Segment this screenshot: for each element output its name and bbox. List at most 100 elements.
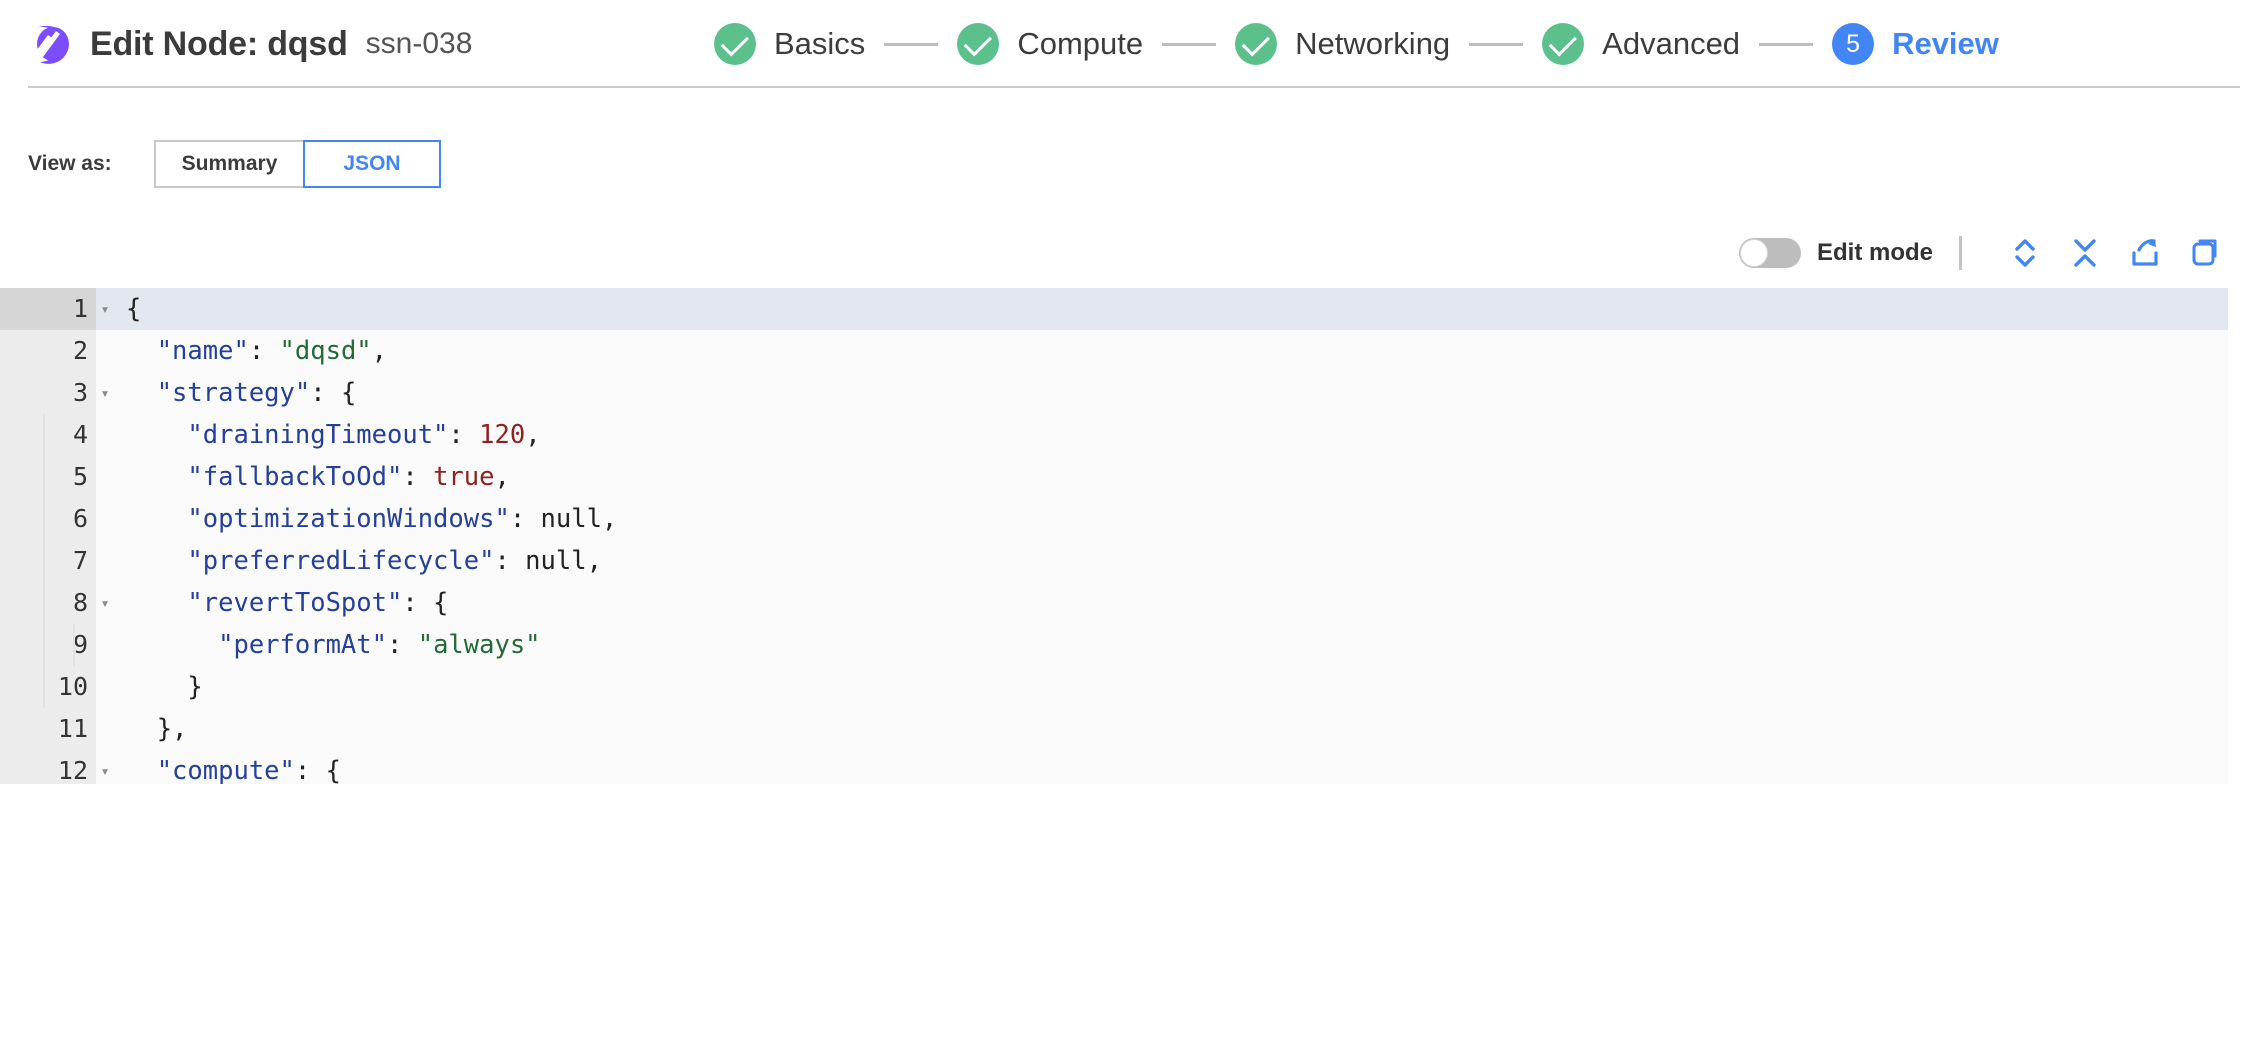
code-token: {	[126, 294, 142, 324]
edit-mode-label: Edit mode	[1816, 239, 1933, 266]
wizard-step-advanced[interactable]: Advanced	[1542, 23, 1740, 65]
code-token: "fallbackToOd"	[126, 462, 403, 492]
code-token: : null,	[509, 504, 618, 534]
line-number: 8	[0, 582, 96, 624]
code-token: :	[248, 336, 280, 366]
view-as-json-button[interactable]: JSON	[303, 140, 441, 188]
step-status-badge	[1235, 23, 1278, 65]
toggle-knob	[1739, 239, 1768, 267]
code-token: : {	[294, 756, 341, 784]
wizard-step-label: Review	[1892, 26, 1999, 61]
code-line[interactable]: 7 "preferredLifecycle": null,	[0, 540, 2228, 582]
line-number: 12	[0, 750, 96, 784]
code-line[interactable]: 11 },	[0, 708, 2228, 750]
code-content: "name": "dqsd",	[114, 330, 2228, 372]
editor-toolbar: Edit mode	[0, 232, 2250, 274]
code-token: ,	[494, 462, 510, 492]
code-content: {	[114, 288, 2228, 330]
fold-toggle-icon[interactable]: ▾	[100, 384, 110, 402]
line-number: 5	[0, 456, 96, 498]
fold-toggle-icon[interactable]: ▾	[100, 762, 110, 780]
code-content: "preferredLifecycle": null,	[42, 540, 2228, 582]
line-number: 11	[0, 708, 96, 750]
code-content: "fallbackToOd": true,	[42, 456, 2228, 498]
code-token: "optimizationWindows"	[126, 504, 510, 534]
header-divider	[28, 86, 2240, 88]
wizard-step-basics[interactable]: Basics	[714, 23, 865, 65]
wizard-step-compute[interactable]: Compute	[957, 23, 1143, 65]
wizard-step-label: Basics	[774, 26, 866, 61]
spot-logo-icon	[26, 21, 72, 67]
code-line[interactable]: 8▾ "revertToSpot": {	[0, 582, 2228, 624]
page-header: Edit Node: dqsd ssn-038 Basics Compute N…	[0, 0, 2250, 88]
code-token: 120	[479, 420, 526, 450]
page-title: Edit Node: dqsd	[90, 24, 348, 63]
code-content: "optimizationWindows": null,	[42, 498, 2228, 540]
view-as-row: View as: Summary JSON	[28, 140, 2250, 188]
code-token: : {	[402, 588, 449, 618]
code-token: }	[126, 672, 203, 702]
wizard-steps: Basics Compute Networking Advanced 5 Rev…	[700, 0, 1999, 88]
line-number: 3	[0, 372, 96, 414]
code-line[interactable]: 6 "optimizationWindows": null,	[0, 498, 2228, 540]
code-token: "strategy"	[126, 378, 311, 408]
fold-toggle-icon[interactable]: ▾	[100, 594, 110, 612]
code-line[interactable]: 12▾ "compute": {	[0, 750, 2228, 784]
code-token: :	[387, 630, 418, 660]
line-number: 2	[0, 330, 96, 372]
code-token: : {	[310, 378, 357, 408]
node-id-label: ssn-038	[365, 27, 473, 60]
code-token: "compute"	[126, 756, 295, 784]
step-connector	[1162, 42, 1217, 46]
header-title-group: Edit Node: dqsd ssn-038	[0, 21, 472, 67]
code-line[interactable]: 9 "performAt": "always"	[0, 624, 2228, 666]
code-content: "strategy": {	[114, 372, 2228, 414]
line-number: 6	[0, 498, 96, 540]
code-line[interactable]: 3▾ "strategy": {	[0, 372, 2228, 414]
code-line[interactable]: 2 "name": "dqsd",	[0, 330, 2228, 372]
wizard-step-label: Compute	[1017, 26, 1144, 61]
step-status-badge	[1542, 23, 1585, 65]
wizard-step-label: Advanced	[1602, 26, 1741, 61]
code-token: "always"	[417, 630, 541, 660]
code-content: "compute": {	[114, 750, 2228, 784]
view-as-segmented-control[interactable]: Summary JSON	[153, 140, 441, 188]
fold-toggle-icon[interactable]: ▾	[100, 300, 110, 318]
copy-icon[interactable]	[2182, 232, 2228, 274]
code-token: "revertToSpot"	[126, 588, 403, 618]
code-token: :	[448, 420, 480, 450]
code-line[interactable]: 1▾ {	[0, 288, 2228, 330]
collapse-all-icon[interactable]	[2062, 232, 2108, 274]
view-as-summary-button[interactable]: Summary	[153, 140, 304, 188]
code-token: :	[402, 462, 434, 492]
edit-mode-toggle[interactable]	[1738, 238, 1801, 268]
code-token: : null,	[494, 546, 602, 576]
code-token: "preferredLifecycle"	[126, 546, 495, 576]
expand-all-icon[interactable]	[2002, 232, 2048, 274]
step-connector	[1759, 42, 1814, 46]
code-token: "drainingTimeout"	[126, 420, 449, 450]
step-number-badge: 5	[1832, 23, 1875, 65]
wizard-step-review[interactable]: 5 Review	[1832, 23, 1999, 65]
code-line[interactable]: 4 "drainingTimeout": 120,	[0, 414, 2228, 456]
step-connector	[1469, 42, 1524, 46]
code-content: "revertToSpot": {	[42, 582, 2228, 624]
json-editor[interactable]: 1▾{2 "name": "dqsd",3▾ "strategy": {4 "d…	[0, 288, 2228, 784]
view-as-label: View as:	[28, 152, 112, 175]
line-number: 4	[0, 414, 96, 456]
step-connector	[884, 42, 939, 46]
code-line[interactable]: 5 "fallbackToOd": true,	[0, 456, 2228, 498]
export-icon[interactable]	[2122, 232, 2168, 274]
line-number: 10	[0, 666, 96, 708]
line-number: 1	[0, 288, 96, 330]
line-number: 7	[0, 540, 96, 582]
wizard-step-label: Networking	[1295, 26, 1451, 61]
code-token: },	[126, 714, 188, 744]
toolbar-divider	[1959, 236, 1962, 270]
wizard-step-networking[interactable]: Networking	[1235, 23, 1450, 65]
code-line[interactable]: 10 }	[0, 666, 2228, 708]
code-token: "performAt"	[126, 630, 387, 660]
code-content: "performAt": "always"	[42, 624, 2228, 666]
step-number: 5	[1846, 29, 1861, 58]
step-status-badge	[957, 23, 1000, 65]
